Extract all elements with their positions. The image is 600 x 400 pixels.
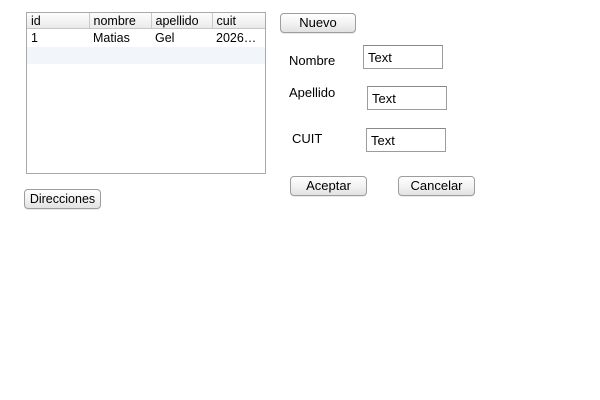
table-header-row: id nombre apellido cuit [27,13,265,29]
column-header-apellido[interactable]: apellido [151,13,213,29]
nombre-label: Nombre [289,53,336,68]
aceptar-button[interactable]: Aceptar [290,176,367,196]
column-header-cuit[interactable]: cuit [212,13,265,29]
nuevo-button[interactable]: Nuevo [280,13,356,33]
cell-cuit: 2026… [216,31,257,45]
table-row-empty [27,47,265,64]
cell-id: 1 [31,31,38,45]
cuit-label: CUIT [292,131,323,146]
cuit-field[interactable] [366,128,446,152]
table-row[interactable]: 1 Matias Gel 2026… [27,29,265,48]
cell-nombre: Matias [93,31,130,45]
column-header-id[interactable]: id [27,13,90,29]
apellido-field[interactable] [367,86,447,110]
column-header-nombre[interactable]: nombre [89,13,152,29]
nombre-field[interactable] [363,45,443,69]
clients-grid: id nombre apellido cuit 1 Matias Gel 202… [27,13,265,64]
cell-apellido: Gel [155,31,175,45]
cancelar-button[interactable]: Cancelar [398,176,475,196]
apellido-label: Apellido [289,85,336,100]
direcciones-button[interactable]: Direcciones [24,189,101,209]
clients-table[interactable]: id nombre apellido cuit 1 Matias Gel 202… [26,12,266,174]
